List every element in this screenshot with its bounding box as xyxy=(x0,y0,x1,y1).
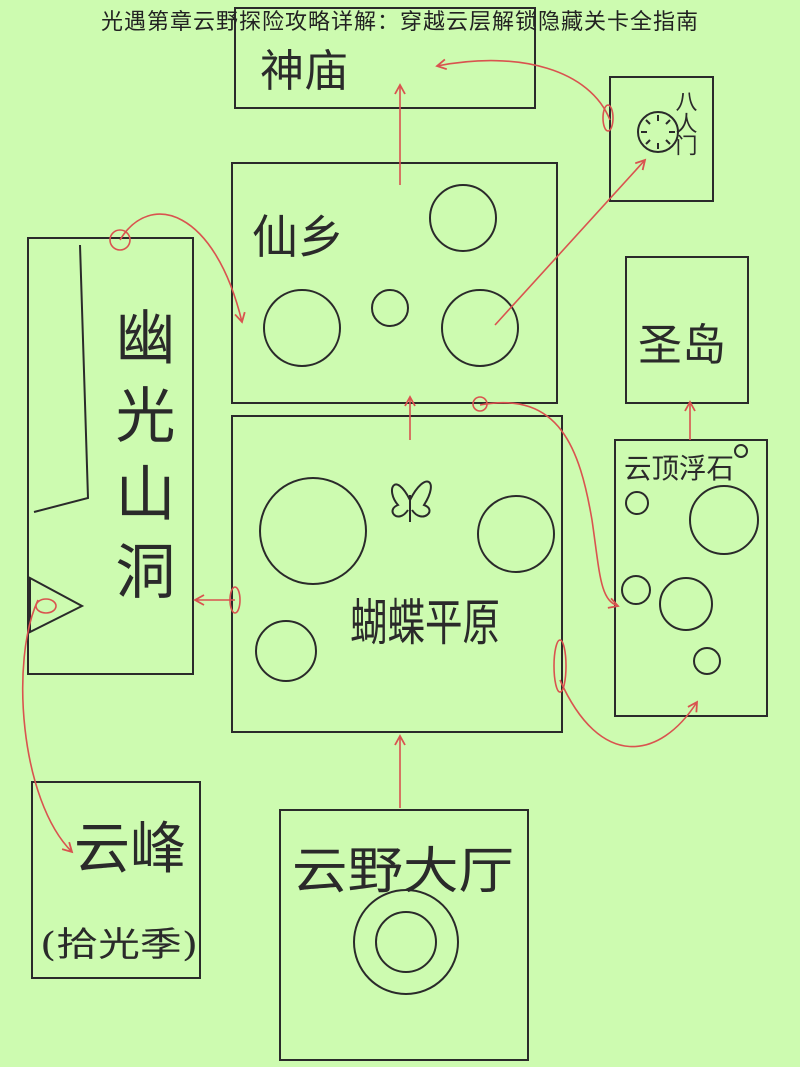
cloud-peak-box xyxy=(31,781,201,979)
arrow-plains-to-rocks xyxy=(479,402,620,609)
circle xyxy=(625,491,649,515)
inner-ring xyxy=(375,911,437,973)
arrow-start-dot xyxy=(602,104,614,132)
triangle-marker xyxy=(29,576,85,634)
fairy-ring-label: 仙乡 xyxy=(252,210,344,264)
arrow-start-dot xyxy=(229,586,241,614)
arrow-fairy-to-door xyxy=(494,158,647,326)
circle xyxy=(371,289,409,327)
outer-ring xyxy=(353,889,459,995)
butterfly-plains-label-1: 蝴蝶平原 xyxy=(350,594,500,652)
dark-cave-label: 幽光山洞 xyxy=(105,306,175,618)
circle xyxy=(429,184,497,252)
circle xyxy=(477,495,555,573)
cloud-top-rocks-label: 云顶浮石 xyxy=(624,452,734,485)
arrow-plains-to-rocks-low xyxy=(559,679,698,748)
fairy-ring-box xyxy=(231,162,558,404)
arrow-start-dot xyxy=(553,639,567,693)
eight-person-room-label: 八人门 xyxy=(672,90,698,156)
eight-person-room-box xyxy=(609,76,714,202)
circle xyxy=(255,620,317,682)
circle xyxy=(689,485,759,555)
circle xyxy=(441,289,519,367)
door-ring xyxy=(637,111,679,153)
cloud-peak-note: (拾光季) xyxy=(40,925,198,965)
cloud-top-rocks-box xyxy=(614,439,768,717)
butterfly-plains-box xyxy=(231,415,563,733)
circle xyxy=(259,477,367,585)
page-title: 光遇第章云野探险攻略详解：穿越云层解锁隐藏关卡全指南 xyxy=(100,10,699,35)
arrow-start-dot xyxy=(472,396,488,412)
arrow-start-dot xyxy=(109,229,131,251)
hall-box xyxy=(279,809,529,1061)
arrow-start-dot xyxy=(35,598,57,614)
temple-label: 神庙 xyxy=(260,46,348,97)
hall-label: 云野大厅 xyxy=(292,842,514,900)
arrow-cave-to-fairy xyxy=(119,213,246,324)
cave-wall xyxy=(33,244,90,513)
holy-island-label: 圣岛 xyxy=(638,320,726,371)
cloud-peak-label: 云峰 xyxy=(74,817,186,882)
circle xyxy=(263,289,341,367)
arrow-door-to-temple xyxy=(435,58,611,121)
arrow-cave-to-peak xyxy=(21,599,74,854)
circle xyxy=(659,577,713,631)
circle xyxy=(621,575,651,605)
door-notches xyxy=(641,115,675,149)
temple-box xyxy=(234,7,536,109)
butterfly-icon xyxy=(391,480,432,522)
circle xyxy=(693,647,721,675)
circle xyxy=(734,444,748,458)
